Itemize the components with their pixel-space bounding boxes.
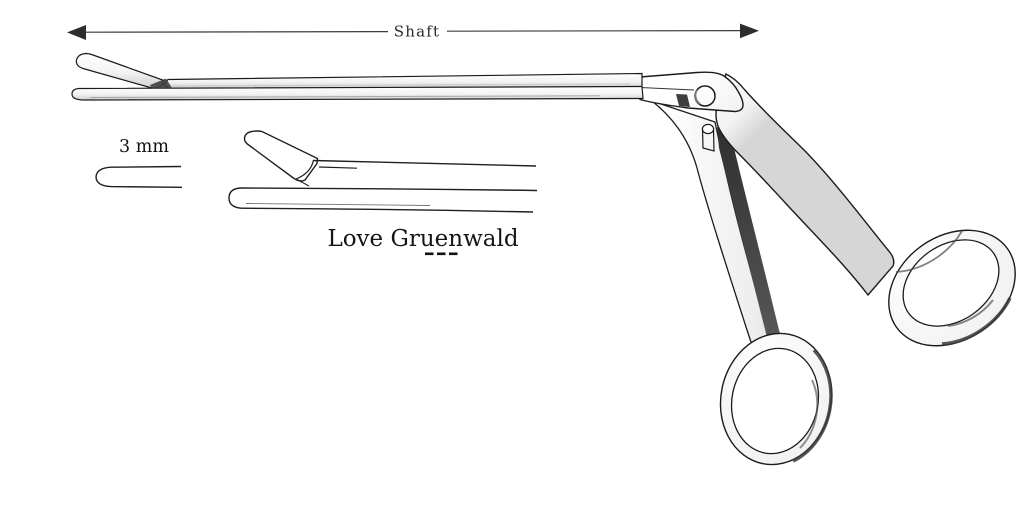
- pivot-screw-shading: [694, 89, 701, 105]
- main-instrument-drawing: [71, 52, 1016, 466]
- upper-finger-ring: [888, 229, 1016, 347]
- dimension-line-right: [446, 30, 743, 32]
- detail-lower-jaw-top-line: [240, 187, 538, 192]
- detail-upper-jaw: [243, 130, 319, 182]
- shaft-dimension-arrow: Shaft: [67, 23, 759, 41]
- detail-lower-jaw-cap: [228, 187, 242, 209]
- detail-shaft-top-inner-line: [318, 166, 358, 169]
- underline-dash: [449, 252, 458, 256]
- lower-ring-inner-shading: [799, 379, 819, 449]
- shaft-lower-bar: [71, 85, 644, 101]
- dimension-line-left: [83, 31, 389, 33]
- instrument-name-label: Love Gruenwald: [327, 226, 518, 252]
- shaft-lower-bar-shading: [89, 95, 601, 98]
- tip-size-detail: 3 mm: [95, 137, 183, 188]
- shaft-label: Shaft: [394, 23, 440, 41]
- lower-ring-shading: [792, 348, 833, 463]
- hinge-slot-line: [639, 87, 695, 91]
- right-arrowhead-icon: [740, 23, 759, 39]
- tip-size-label: 3 mm: [119, 137, 169, 157]
- upper-ring-inner-shading: [947, 299, 994, 327]
- jaw-junction-shadow: [150, 78, 172, 89]
- underline-dash: [425, 252, 434, 256]
- hinge-pin: [701, 123, 715, 152]
- hinge-housing: [639, 71, 744, 113]
- upper-ring-top-shading: [895, 230, 963, 273]
- underline-dash: [437, 252, 446, 256]
- hinge-pin-top: [701, 123, 715, 135]
- upper-ring-opening: [902, 239, 1000, 327]
- left-arrowhead-icon: [67, 25, 86, 40]
- upper-ring-shading: [941, 297, 1012, 346]
- detail-jaw-base-line: [296, 179, 310, 187]
- tip-profile-outline: [95, 165, 183, 188]
- detail-jaw-cup-rim: [295, 159, 315, 180]
- instrument-name-group: Love Gruenwald: [327, 226, 519, 256]
- shaft-upper-bar-highlight: [171, 83, 631, 87]
- spring-arm-shadow: [717, 127, 784, 349]
- lower-finger-ring: [719, 332, 833, 466]
- detail-shaft-top-line: [312, 159, 537, 167]
- jaw-detail-drawing: [228, 130, 538, 213]
- hinge-slot-notch: [676, 94, 690, 107]
- detail-lower-jaw-bottom-line: [240, 207, 534, 213]
- hinge-block: [639, 71, 744, 113]
- detail-lower-jaw-inner-line: [245, 203, 431, 206]
- fixed-handle: [715, 72, 895, 297]
- upper-jaw-open: [75, 52, 165, 89]
